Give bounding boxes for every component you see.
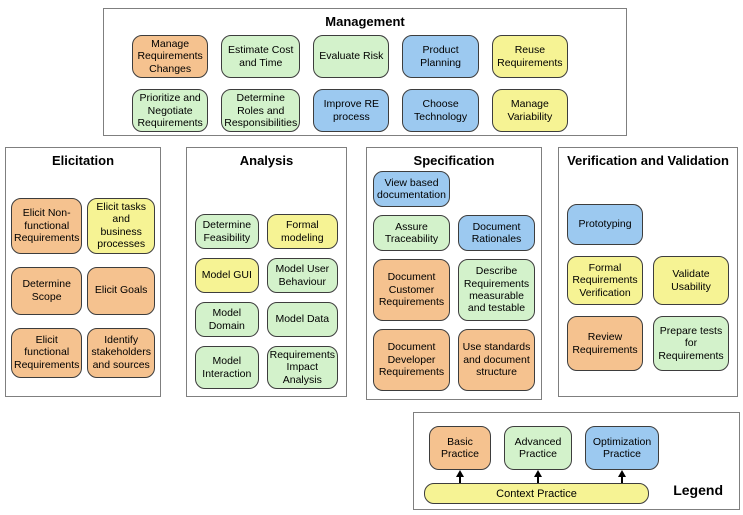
practice-box-context: Formal Requirements Verification <box>567 256 643 305</box>
practice-box-context: Model GUI <box>195 258 259 293</box>
practice-box-basic: Identify stakeholders and sources <box>87 327 155 378</box>
practice-box-advanced: Model User Behaviour <box>266 258 338 293</box>
legend-box-advanced: Advanced Practice <box>504 426 572 470</box>
up-arrow-icon <box>534 470 542 484</box>
legend-panel: Basic Practice Advanced Practice Optimizat… <box>413 412 740 510</box>
practice-box-optimization: Product Planning <box>402 35 479 79</box>
management-boxes: Manage Requirements Changes Estimate Cost… <box>104 29 626 133</box>
section-title-verification: Verification and Validation <box>567 153 729 168</box>
section-title-management: Management <box>325 14 405 29</box>
practice-box-basic: Elicit Goals <box>87 266 155 315</box>
practice-box-context: Reuse Requirements <box>491 35 568 79</box>
practice-box-optimization: Prototyping <box>567 204 643 245</box>
up-arrow-icon <box>618 470 626 484</box>
practice-box-optimization: Choose Technology <box>402 89 479 133</box>
up-arrow-icon <box>456 470 464 484</box>
practice-box-basic: Review Requirements <box>567 316 643 371</box>
section-elicitation: Elicitation Elicit Non-functional Requir… <box>5 147 161 397</box>
legend-box-optimization: Optimization Practice <box>585 426 659 470</box>
practice-box-basic: Elicit functional Requirements <box>11 327 83 378</box>
context-practice-box: Context Practice <box>424 483 649 504</box>
legend-practice-boxes: Basic Practice Advanced Practice Optimizat… <box>429 426 659 470</box>
practice-box-optimization: View based documentation <box>373 171 450 207</box>
practice-box-basic: Manage Requirements Changes <box>132 35 209 79</box>
legend-arrow-cell <box>504 470 572 484</box>
practice-box-context: Formal modeling <box>266 214 338 249</box>
section-title-elicitation: Elicitation <box>51 153 115 168</box>
practice-box-advanced: Model Data <box>266 302 338 337</box>
section-title-analysis: Analysis <box>239 153 294 168</box>
practice-box-context: Manage Variability <box>491 89 568 133</box>
practice-box-basic: Document Customer Requirements <box>373 259 450 321</box>
practice-box-basic: Document Developer Requirements <box>373 329 450 391</box>
practice-box-advanced: Determine Roles and Responsibilities <box>221 89 301 133</box>
practice-box-basic: Elicit Non-functional Requirements <box>11 198 83 254</box>
practice-box-optimization: Document Rationales <box>458 215 535 251</box>
practice-box-advanced: Prepare tests for Requirements <box>653 316 729 371</box>
practice-box-optimization: Improve RE process <box>313 89 390 133</box>
practice-box-advanced: Requirements Impact Analysis <box>266 346 338 390</box>
practice-box-context: Elicit tasks and business processes <box>87 198 155 254</box>
practice-box-advanced: Estimate Cost and Time <box>221 35 301 79</box>
section-title-specification: Specification <box>413 153 495 168</box>
practice-box-advanced: Describe Requirements measurable and tes… <box>458 259 535 321</box>
practice-box-context: Validate Usability <box>653 256 729 305</box>
legend-label: Legend <box>673 482 723 498</box>
practice-box-basic: Use standards and document structure <box>458 329 535 391</box>
legend-box-basic: Basic Practice <box>429 426 491 470</box>
context-practice-label: Context Practice <box>496 487 577 500</box>
practice-box-advanced: Assure Traceability <box>373 215 450 251</box>
practice-box-advanced: Prioritize and Negotiate Requirements <box>132 89 209 133</box>
legend-arrow-cell <box>429 470 491 484</box>
practice-box-basic: Determine Scope <box>11 266 83 315</box>
practice-box-advanced: Model Domain <box>195 302 259 337</box>
practice-box-advanced: Model Interaction <box>195 346 259 390</box>
legend-arrows <box>429 470 659 484</box>
legend-arrow-cell <box>585 470 659 484</box>
practice-box-advanced: Evaluate Risk <box>313 35 390 79</box>
section-management: Management Manage Requirements Changes Es… <box>103 8 627 136</box>
practice-box-advanced: Determine Feasibility <box>195 214 259 249</box>
